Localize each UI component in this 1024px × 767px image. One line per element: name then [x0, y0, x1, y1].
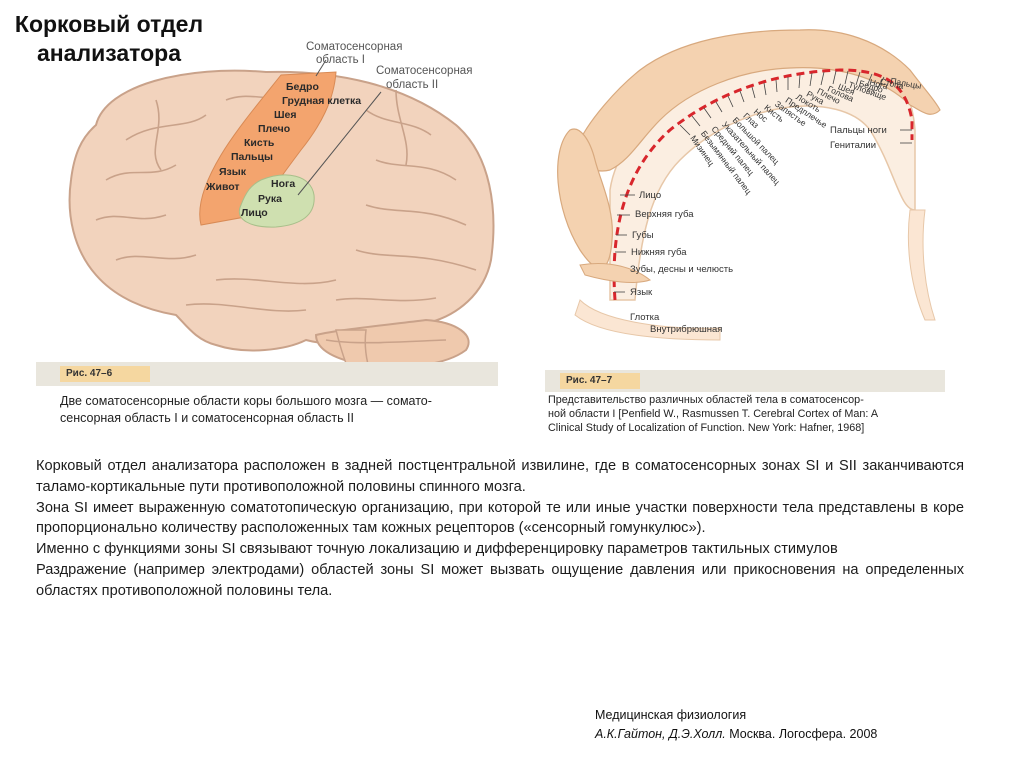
body-text: Корковый отдел анализатора расположен в …	[36, 456, 964, 602]
side-label-litso: Лицо	[639, 190, 661, 201]
label-bedro: Бедро	[286, 81, 319, 93]
left-fig-number: Рис. 47–6	[66, 368, 112, 379]
label-ruka: Рука	[258, 193, 282, 205]
label-kist: Кисть	[244, 137, 275, 149]
right-caption-line-3: Clinical Study of Localization of Functi…	[548, 422, 864, 434]
left-caption-line-1: Две соматосенсорные области коры большог…	[60, 394, 432, 408]
side-label-upper-lip: Верхняя губа	[635, 209, 694, 220]
label-zhivot: Живот	[205, 181, 240, 193]
paragraph-1: Корковый отдел анализатора расположен в …	[36, 456, 964, 498]
right-label-toes: Пальцы ноги	[830, 125, 887, 136]
label-plecho: Плечо	[258, 123, 290, 135]
area1-label-1: Соматосенсорная	[306, 41, 402, 53]
right-label-genitals: Гениталии	[830, 140, 876, 151]
area2-label-2: область II	[386, 79, 438, 91]
right-caption-line-2: ной области I [Penfield W., Rasmussen T.…	[548, 408, 878, 420]
side-label-lips: Губы	[632, 230, 654, 241]
label-yazyk: Язык	[219, 166, 247, 178]
paragraph-2: Зона SI имеет выраженную соматотопическу…	[36, 498, 964, 540]
right-caption-line-1: Представительство различных областей тел…	[548, 394, 864, 406]
source-publisher: Москва. Логосфера. 2008	[726, 727, 878, 741]
label-sheya: Шея	[274, 109, 297, 121]
side-label-pharynx: Глотка	[630, 312, 660, 323]
source-authors: А.К.Гайтон, Д.Э.Холл.	[595, 727, 726, 741]
right-fig-number: Рис. 47–7	[566, 375, 612, 386]
label-grud: Грудная клетка	[282, 95, 361, 107]
label-noga: Нога	[271, 178, 295, 190]
side-label-abdominal: Внутрибрюшная	[650, 324, 722, 335]
source-reference: Медицинская физиология А.К.Гайтон, Д.Э.Х…	[595, 706, 877, 744]
paragraph-4: Раздражение (например электродами) облас…	[36, 560, 964, 602]
side-label-lower-lip: Нижняя губа	[631, 247, 687, 258]
area1-label-2: область I	[316, 54, 365, 66]
label-paltsy: Пальцы	[231, 151, 273, 163]
side-label-tongue: Язык	[630, 287, 653, 298]
source-line-2: А.К.Гайтон, Д.Э.Холл. Москва. Логосфера.…	[595, 725, 877, 744]
area2-label-1: Соматосенсорная	[376, 65, 472, 77]
left-caption-line-2: сенсорная область I и соматосенсорная об…	[60, 411, 354, 425]
side-label-teeth: Зубы, десны и челюсть	[630, 264, 733, 275]
source-title: Медицинская физиология	[595, 706, 877, 725]
label-litso: Лицо	[241, 207, 268, 219]
spine-right	[908, 210, 935, 320]
paragraph-3: Именно с функциями зоны SI связывают точ…	[36, 539, 964, 560]
